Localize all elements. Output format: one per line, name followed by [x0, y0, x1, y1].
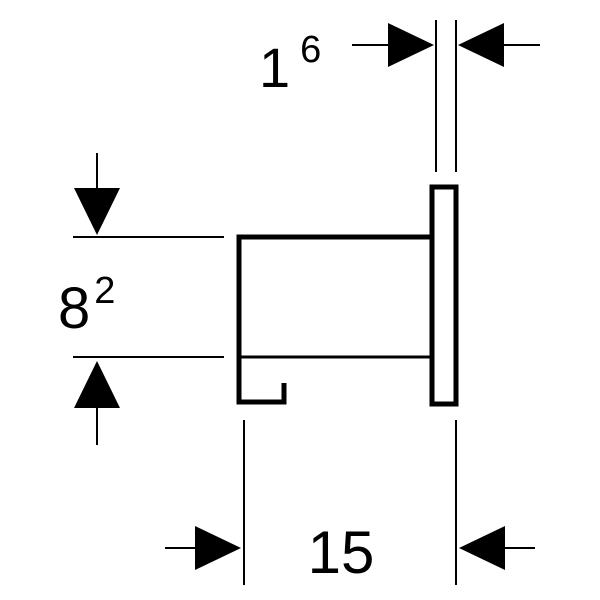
- part-outline: [236, 184, 459, 407]
- arrowhead-left: [458, 23, 504, 67]
- arrowhead-down: [74, 188, 120, 235]
- dimension-overall-depth: 15: [165, 519, 535, 586]
- arrowhead-up: [74, 361, 120, 408]
- arrowhead-right: [388, 23, 434, 67]
- wall-flange: [429, 184, 459, 407]
- arrowhead-left: [459, 526, 505, 570]
- dimension-label-overall-depth: 15: [308, 519, 375, 586]
- extension-lines: [73, 20, 457, 585]
- dimension-value-main: 1: [259, 36, 290, 99]
- hook-body: [236, 234, 432, 405]
- dimension-value-superscript: 2: [94, 270, 115, 312]
- dimension-value-main: 8: [58, 276, 90, 341]
- dimension-value-superscript: 6: [300, 29, 321, 71]
- arrowhead-right: [195, 526, 241, 570]
